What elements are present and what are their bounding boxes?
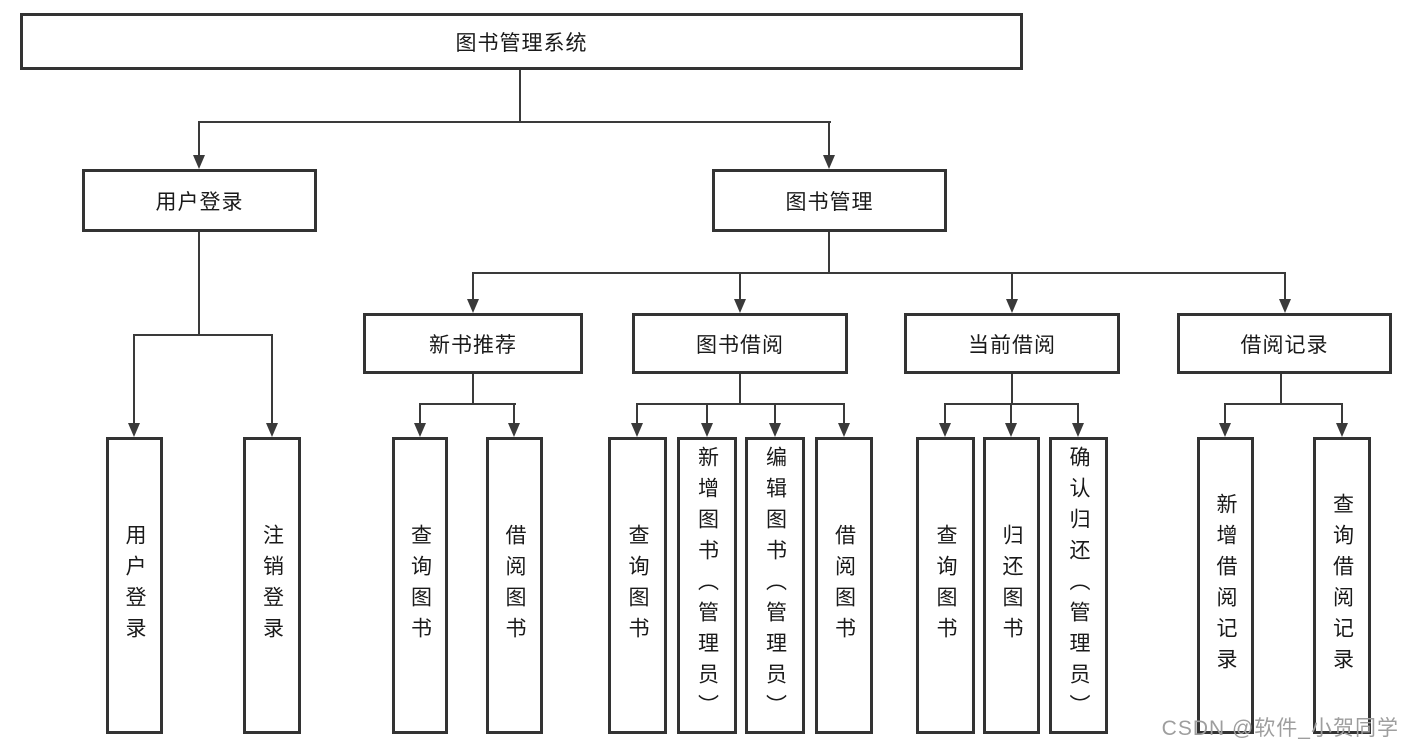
node-label: 编辑图书（管理员） (763, 446, 787, 725)
node-label: 用户登录 (123, 523, 146, 648)
leaf-borrow-edit-books-admin: 编辑图书（管理员） (745, 437, 805, 734)
leaf-current-query-books: 查询图书 (916, 437, 975, 734)
connector-drop (843, 403, 845, 425)
connector-borrow-stem (739, 374, 741, 405)
connector-userlogin-bar (133, 334, 273, 336)
node-label: 查询图书 (934, 523, 957, 648)
node-borrow-records: 借阅记录 (1177, 313, 1392, 374)
connector-drop (774, 403, 776, 425)
leaf-recommend-borrow-books: 借阅图书 (486, 437, 543, 734)
arrow-down-icon (1279, 299, 1291, 313)
arrow-down-icon (1006, 299, 1018, 313)
connector-drop (636, 403, 638, 425)
arrow-down-icon (769, 423, 781, 437)
watermark: CSDN @软件_小贺同学 (1161, 717, 1399, 740)
leaf-records-add-record: 新增借阅记录 (1197, 437, 1254, 734)
connector-records-bar (1224, 403, 1343, 405)
connector-recommend-stem (472, 374, 474, 405)
leaf-logout-login: 注销登录 (243, 437, 301, 734)
arrow-down-icon (128, 423, 140, 437)
leaf-user-login: 用户登录 (106, 437, 163, 734)
connector-root-bar (198, 121, 831, 123)
arrow-down-icon (1005, 423, 1017, 437)
node-label: 当前借阅 (968, 333, 1056, 357)
arrow-down-icon (1219, 423, 1231, 437)
connector-drop (1011, 272, 1013, 301)
arrow-down-icon (193, 155, 205, 169)
connector-userlogin-stem (198, 232, 200, 336)
node-label: 图书管理系统 (455, 31, 588, 55)
node-new-book-recommend: 新书推荐 (363, 313, 583, 374)
arrow-down-icon (701, 423, 713, 437)
connector-drop (271, 334, 273, 424)
node-book-borrow: 图书借阅 (632, 313, 848, 374)
arrow-down-icon (266, 423, 278, 437)
arrow-down-icon (508, 423, 520, 437)
node-label: 图书借阅 (696, 333, 784, 357)
leaf-current-return-books: 归还图书 (983, 437, 1040, 734)
arrow-down-icon (1336, 423, 1348, 437)
connector-drop (944, 403, 946, 425)
node-user-login: 用户登录 (82, 169, 317, 232)
leaf-borrow-borrow-books: 借阅图书 (815, 437, 873, 734)
connector-drop (198, 121, 200, 157)
connector-drop (739, 272, 741, 301)
node-label: 归还图书 (1000, 523, 1023, 648)
node-current-borrow: 当前借阅 (904, 313, 1120, 374)
arrow-down-icon (467, 299, 479, 313)
node-label: 借阅图书 (832, 523, 856, 648)
connector-records-stem (1280, 374, 1282, 405)
node-root: 图书管理系统 (20, 13, 1023, 70)
node-label: 借阅记录 (1240, 333, 1329, 357)
connector-drop (1010, 403, 1012, 425)
connector-bookmgmt-bar (472, 272, 1286, 274)
connector-drop (472, 272, 474, 301)
node-label: 查询图书 (626, 523, 649, 648)
node-label: 图书管理 (785, 190, 874, 214)
node-label: 新书推荐 (429, 333, 517, 357)
connector-recommend-bar (419, 403, 516, 405)
connector-borrow-bar (636, 403, 845, 405)
arrow-down-icon (1072, 423, 1084, 437)
arrow-down-icon (823, 155, 835, 169)
connector-drop (828, 121, 830, 157)
leaf-current-confirm-return-admin: 确认归还（管理员） (1049, 437, 1108, 734)
node-label: 查询借阅记录 (1330, 492, 1354, 679)
connector-drop (1224, 403, 1226, 425)
node-label: 新增借阅记录 (1214, 492, 1237, 679)
arrow-down-icon (414, 423, 426, 437)
arrow-down-icon (734, 299, 746, 313)
arrow-down-icon (631, 423, 643, 437)
connector-drop (133, 334, 135, 424)
connector-bookmgmt-stem (828, 232, 830, 274)
node-label: 借阅图书 (503, 523, 526, 648)
node-label: 用户登录 (155, 190, 244, 214)
node-label: 查询图书 (408, 523, 432, 648)
connector-drop (419, 403, 421, 425)
connector-drop (1341, 403, 1343, 425)
arrow-down-icon (939, 423, 951, 437)
node-label: 确认归还（管理员） (1067, 446, 1090, 725)
node-label: 注销登录 (260, 523, 284, 648)
connector-drop (1077, 403, 1079, 425)
connector-current-stem (1011, 374, 1013, 405)
leaf-borrow-add-books-admin: 新增图书（管理员） (677, 437, 737, 734)
connector-drop (513, 403, 515, 425)
connector-drop (706, 403, 708, 425)
leaf-borrow-query-books: 查询图书 (608, 437, 667, 734)
leaf-records-query-record: 查询借阅记录 (1313, 437, 1371, 734)
connector-drop (1284, 272, 1286, 301)
leaf-recommend-query-books: 查询图书 (392, 437, 448, 734)
node-label: 新增图书（管理员） (695, 446, 719, 725)
connector-root-stem (519, 70, 521, 123)
node-book-management: 图书管理 (712, 169, 947, 232)
arrow-down-icon (838, 423, 850, 437)
